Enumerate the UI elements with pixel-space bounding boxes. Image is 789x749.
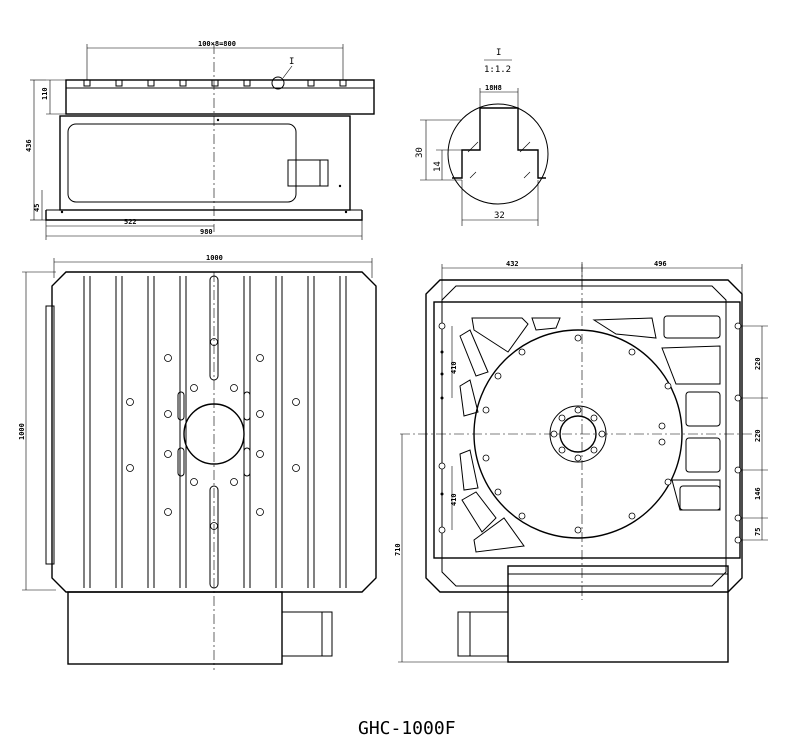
rot-left-pockets <box>459 317 561 553</box>
dim-detail-32: 32 <box>494 211 505 221</box>
dim-detail-18h8: 18H8 <box>485 84 502 92</box>
detail-marker-label: I <box>289 57 294 67</box>
front-tslots <box>83 80 347 87</box>
top-view: 1000 1000 <box>18 254 377 670</box>
detail-circle <box>447 103 549 205</box>
dim-rot-220-a: 220 <box>754 357 762 370</box>
top-side-rail <box>45 305 55 565</box>
top-motor <box>281 611 333 657</box>
rot-edge-holes-right <box>734 322 742 544</box>
rot-housing <box>507 565 729 663</box>
dim-rot-410-top: 410 <box>450 361 458 374</box>
dim-rot-146: 146 <box>754 487 762 500</box>
top-tslot-stripes <box>83 276 347 588</box>
dim-rot-496: 496 <box>654 260 667 268</box>
dim-detail-14: 14 <box>433 161 443 172</box>
top-housing <box>67 591 283 665</box>
dim-front-980: 980 <box>200 228 213 236</box>
front-base <box>45 210 363 221</box>
front-view: I 100×8=800 110 436 45 522 <box>25 40 375 240</box>
drawing-title: GHC-1000F <box>358 718 456 739</box>
detail-tslot <box>452 107 546 179</box>
rot-motor <box>457 611 509 657</box>
rot-hub-holes <box>550 406 606 462</box>
dim-top-width: 1000 <box>206 254 223 262</box>
rot-right-pockets <box>592 315 721 511</box>
dim-rot-220-b: 220 <box>754 429 762 442</box>
dim-rot-75: 75 <box>754 528 762 536</box>
front-body <box>59 115 351 211</box>
dim-front-45: 45 <box>33 204 41 212</box>
rot-disc <box>473 329 683 539</box>
dim-top-height: 1000 <box>18 423 26 440</box>
top-bolt-holes <box>126 338 300 530</box>
dim-rot-432: 432 <box>506 260 519 268</box>
detail-circle-marker <box>271 76 285 90</box>
top-table-outline <box>51 271 377 593</box>
rot-edge-holes-left <box>438 322 446 534</box>
dim-front-110: 110 <box>41 87 49 100</box>
dim-rot-710: 710 <box>394 543 402 556</box>
rot-plate <box>433 301 741 559</box>
rot-bore <box>559 415 597 453</box>
detail-view: I 1:1.2 18H8 30 14 32 <box>415 48 549 226</box>
dim-front-top: 100×8=800 <box>198 40 236 48</box>
dim-front-436: 436 <box>25 139 33 152</box>
rot-disc-holes <box>482 334 672 534</box>
front-body-inner <box>67 123 297 203</box>
detail-scale: 1:1.2 <box>484 65 511 75</box>
rot-inner-frame <box>441 285 727 587</box>
detail-hatch <box>467 141 531 179</box>
dim-detail-30: 30 <box>415 147 425 158</box>
dim-rot-410-bottom: 410 <box>450 493 458 506</box>
dim-front-522: 522 <box>124 218 137 226</box>
front-motor-stub <box>287 159 329 187</box>
detail-label: I <box>496 48 501 58</box>
front-table-slab <box>65 79 375 115</box>
rotary-view: 432 496 <box>394 260 768 663</box>
